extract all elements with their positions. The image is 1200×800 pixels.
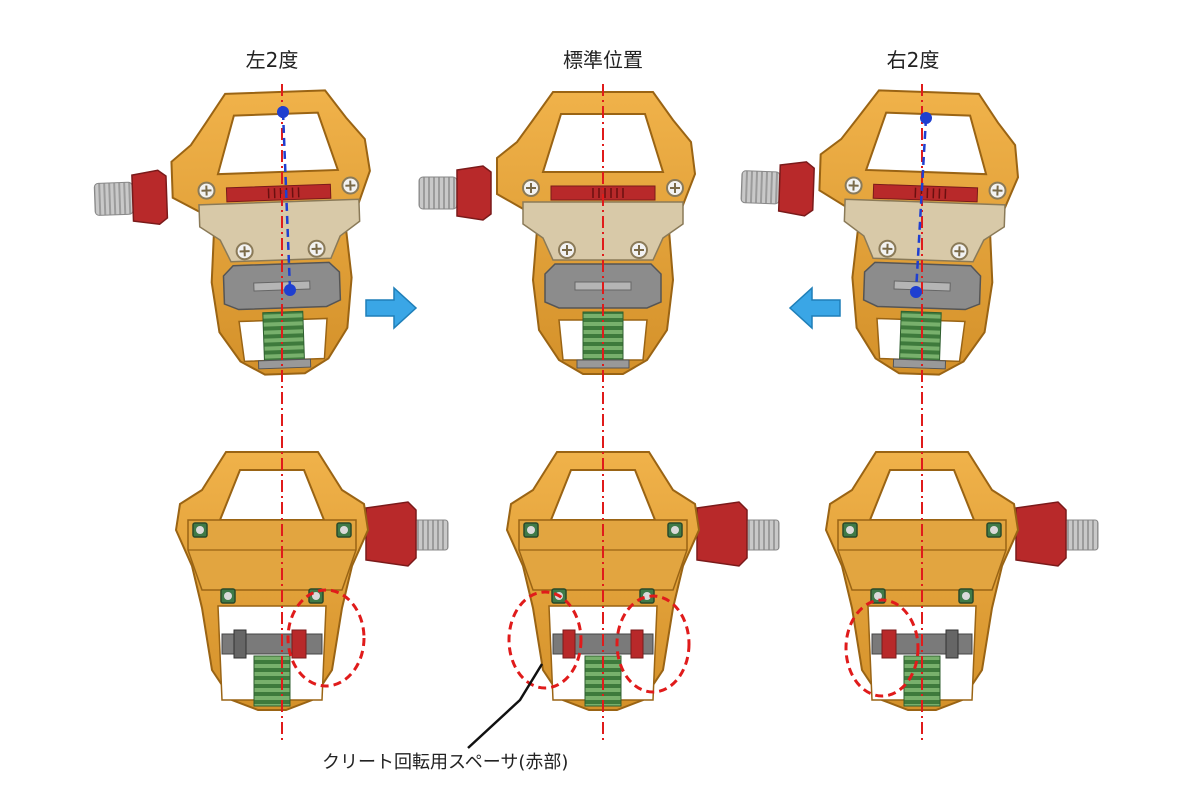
panel-title-right: 右2度 bbox=[886, 48, 940, 72]
callout-leader bbox=[467, 663, 544, 749]
offset-line-left bbox=[281, 111, 292, 291]
spacer-highlight-center-left bbox=[507, 590, 583, 690]
panel-title-center: 標準位置 bbox=[563, 48, 643, 72]
offset-point-right-top bbox=[920, 112, 932, 124]
pedal-top-right bbox=[735, 86, 1021, 377]
spacer-highlight-left bbox=[286, 588, 366, 688]
spacer-highlight-center-right bbox=[615, 594, 691, 694]
spacer-highlight-right bbox=[844, 598, 920, 698]
pedal-bottom-right bbox=[826, 452, 1098, 710]
pedal-top-left bbox=[91, 89, 377, 380]
panel-title-left: 左2度 bbox=[245, 48, 299, 72]
offset-point-right-bottom bbox=[910, 286, 922, 298]
pedal-top-center bbox=[419, 92, 695, 374]
pedal-bottom-center bbox=[507, 452, 779, 710]
spacer-callout-label: クリート回転用スペーサ(赤部) bbox=[322, 752, 569, 773]
offset-line-right bbox=[914, 117, 928, 293]
arrow-icon-right bbox=[365, 287, 417, 329]
pedal-bottom-left bbox=[176, 452, 448, 710]
arrow-icon-left bbox=[789, 287, 841, 329]
offset-point-left-top bbox=[277, 106, 289, 118]
offset-point-left-bottom bbox=[284, 284, 296, 296]
